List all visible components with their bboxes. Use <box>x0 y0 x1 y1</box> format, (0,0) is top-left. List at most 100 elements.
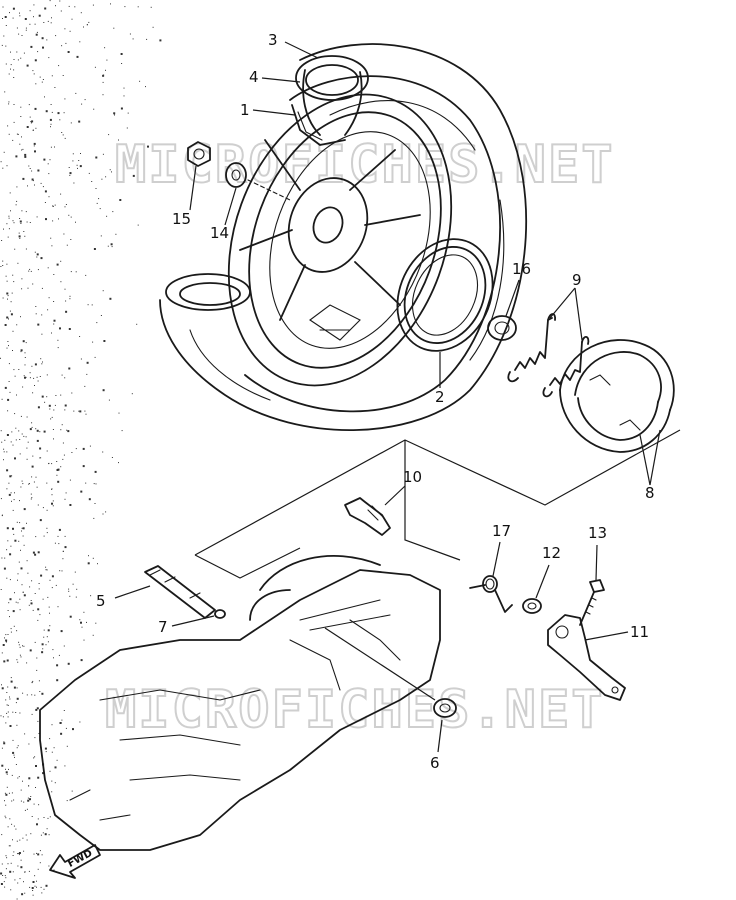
speckle-dot <box>110 243 113 246</box>
speckle-dot <box>31 887 34 889</box>
speckle-dot <box>16 724 18 726</box>
speckle-dot <box>42 507 44 509</box>
speckle-dot <box>7 634 9 635</box>
speckle-dot <box>41 395 44 398</box>
speckle-dot <box>60 732 63 735</box>
speckle-dot <box>68 367 71 370</box>
speckle-dot <box>6 347 8 349</box>
speckle-dot <box>46 39 48 41</box>
speckle-dot <box>106 215 108 217</box>
speckle-dot <box>61 570 63 572</box>
speckle-dot <box>0 872 3 875</box>
speckle-dot <box>35 83 37 85</box>
speckle-dot <box>44 401 46 403</box>
speckle-dot <box>36 880 37 882</box>
speckle-dot <box>27 799 30 802</box>
speckle-dot <box>10 313 13 316</box>
speckle-dot <box>61 424 63 426</box>
speckle-dot <box>8 482 10 484</box>
speckle-dot <box>15 601 17 603</box>
speckle-dot <box>39 614 41 616</box>
speckle-dot <box>59 327 61 330</box>
speckle-dot <box>17 602 19 604</box>
speckle-dot <box>20 866 23 869</box>
speckle-dot <box>12 839 13 841</box>
speckle-dot <box>102 153 104 155</box>
speckle-dot <box>53 657 54 659</box>
speckle-dot <box>16 630 18 632</box>
speckle-dot <box>120 53 123 55</box>
speckle-dot <box>44 190 47 193</box>
speckle-dot <box>50 126 51 128</box>
speckle-dot <box>25 29 27 31</box>
speckle-dot <box>30 122 32 124</box>
speckle-dot <box>34 150 36 153</box>
speckle-dot <box>31 422 33 424</box>
speckle-dot <box>71 790 73 792</box>
speckle-dot <box>66 244 68 246</box>
speckle-dot <box>15 155 18 158</box>
speckle-dot <box>31 120 34 123</box>
speckle-dot <box>21 278 23 280</box>
speckle-dot <box>24 733 26 735</box>
speckle-dot <box>28 165 30 167</box>
bushing <box>433 698 457 718</box>
speckle-dot <box>2 644 5 646</box>
speckle-dot <box>60 429 62 431</box>
speckle-dot <box>22 148 24 150</box>
speckle-dot <box>9 192 11 194</box>
speckle-dot <box>5 855 7 857</box>
speckle-dot <box>88 21 90 23</box>
speckle-dot <box>146 38 148 40</box>
speckle-dot <box>21 527 23 529</box>
speckle-dot <box>9 870 12 873</box>
speckle-dot <box>34 23 36 25</box>
speckle-dot <box>51 780 53 782</box>
speckle-dot <box>51 416 53 418</box>
speckle-dot <box>41 81 43 83</box>
speckle-dot <box>65 727 67 729</box>
speckle-dot <box>51 245 53 247</box>
speckle-dot <box>48 462 50 464</box>
speckle-dot <box>17 579 18 581</box>
speckle-dot <box>72 160 74 162</box>
speckle-dot <box>30 45 33 48</box>
speckle-dot <box>44 833 47 836</box>
speckle-dot <box>37 853 40 856</box>
speckle-dot <box>106 59 108 61</box>
speckle-dot <box>41 363 43 365</box>
speckle-dot <box>4 439 6 441</box>
speckle-dot <box>1 557 3 559</box>
speckle-dot <box>24 376 26 379</box>
speckle-dot <box>2 6 4 8</box>
speckle-dot <box>18 644 20 646</box>
speckle-dot <box>32 392 34 394</box>
speckle-dot <box>73 182 75 184</box>
callout-9: 9 <box>572 271 582 289</box>
speckle-dot <box>8 792 10 794</box>
speckle-dot <box>139 80 141 82</box>
speckle-dot <box>65 42 67 44</box>
speckle-dot <box>108 399 110 401</box>
speckle-dot <box>0 430 2 432</box>
leader-lines <box>114 41 661 753</box>
speckle-dot <box>38 14 41 17</box>
speckle-dot <box>57 606 59 608</box>
speckle-dot <box>29 649 32 652</box>
speckle-dot <box>83 611 85 613</box>
speckle-dot <box>17 133 19 135</box>
speckle-dot <box>8 318 9 320</box>
speckle-dot <box>60 466 62 468</box>
speckle-dot <box>18 369 20 370</box>
speckle-dot <box>39 862 41 864</box>
speckle-dot <box>13 222 15 224</box>
speckle-dot <box>4 800 5 802</box>
speckle-dot <box>78 410 80 412</box>
speckle-dot <box>5 641 7 643</box>
speckle-dot <box>56 263 59 266</box>
speckle-dot <box>94 470 97 473</box>
speckle-dot <box>8 493 11 496</box>
speckle-dot <box>6 786 8 788</box>
speckle-dot <box>79 165 82 168</box>
rim-band <box>291 104 346 146</box>
